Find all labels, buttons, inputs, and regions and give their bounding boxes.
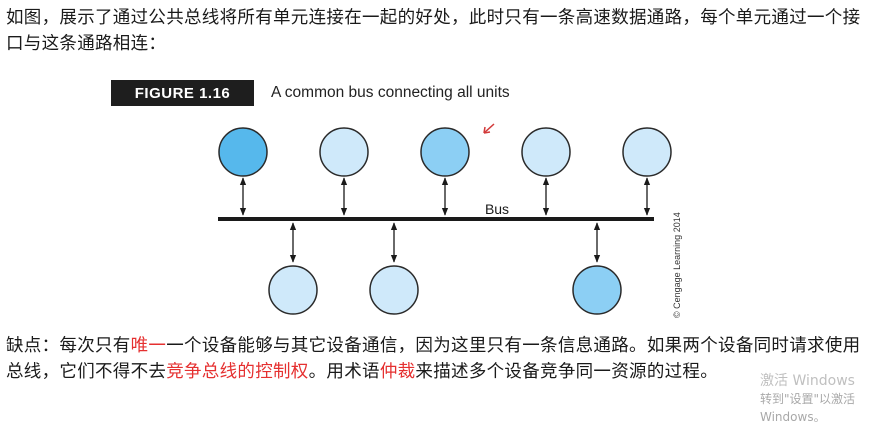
- cons-text-2: 一个设备能够与其它设备通信，因为这里只有一条信息通路。如果两个设备同时请求使用总…: [6, 336, 861, 382]
- cons-text-1: 缺点：每次只有: [6, 336, 131, 356]
- bus-label: Bus: [485, 201, 509, 217]
- cons-text-3: 。用术语: [308, 362, 380, 382]
- top-unit-1: [218, 127, 268, 177]
- figure-caption: A common bus connecting all units: [271, 84, 510, 101]
- top-unit-5: [622, 127, 672, 177]
- top-unit-2: [319, 127, 369, 177]
- bottom-unit-2: [369, 265, 419, 315]
- bottom-unit-1: [268, 265, 318, 315]
- bottom-unit-3: [572, 265, 622, 315]
- cons-text-4: 来描述多个设备竞争同一资源的过程。: [415, 362, 719, 382]
- top-unit-4: [521, 127, 571, 177]
- copyright-text: © Cengage Learning 2014: [672, 212, 682, 318]
- top-unit-3: [420, 127, 470, 177]
- highlight-only-one: 唯一: [130, 336, 167, 356]
- activation-watermark: 激活 Windows 转到"设置"以激活 Windows。: [760, 372, 877, 426]
- watermark-line-2: 转到"设置"以激活 Windows。: [760, 392, 856, 424]
- highlight-bus-control: 竞争总线的控制权: [166, 362, 309, 382]
- watermark-line-1: 激活 Windows: [760, 373, 855, 389]
- figure-label: FIGURE 1.16: [111, 80, 254, 106]
- pointer-cursor-icon: [483, 123, 495, 134]
- cons-paragraph: 缺点：每次只有唯一一个设备能够与其它设备通信，因为这里只有一条信息通路。如果两个…: [6, 333, 868, 385]
- intro-paragraph: 如图，展示了通过公共总线将所有单元连接在一起的好处，此时只有一条高速数据通路，每…: [6, 8, 861, 54]
- highlight-arbitration: 仲裁: [379, 362, 416, 382]
